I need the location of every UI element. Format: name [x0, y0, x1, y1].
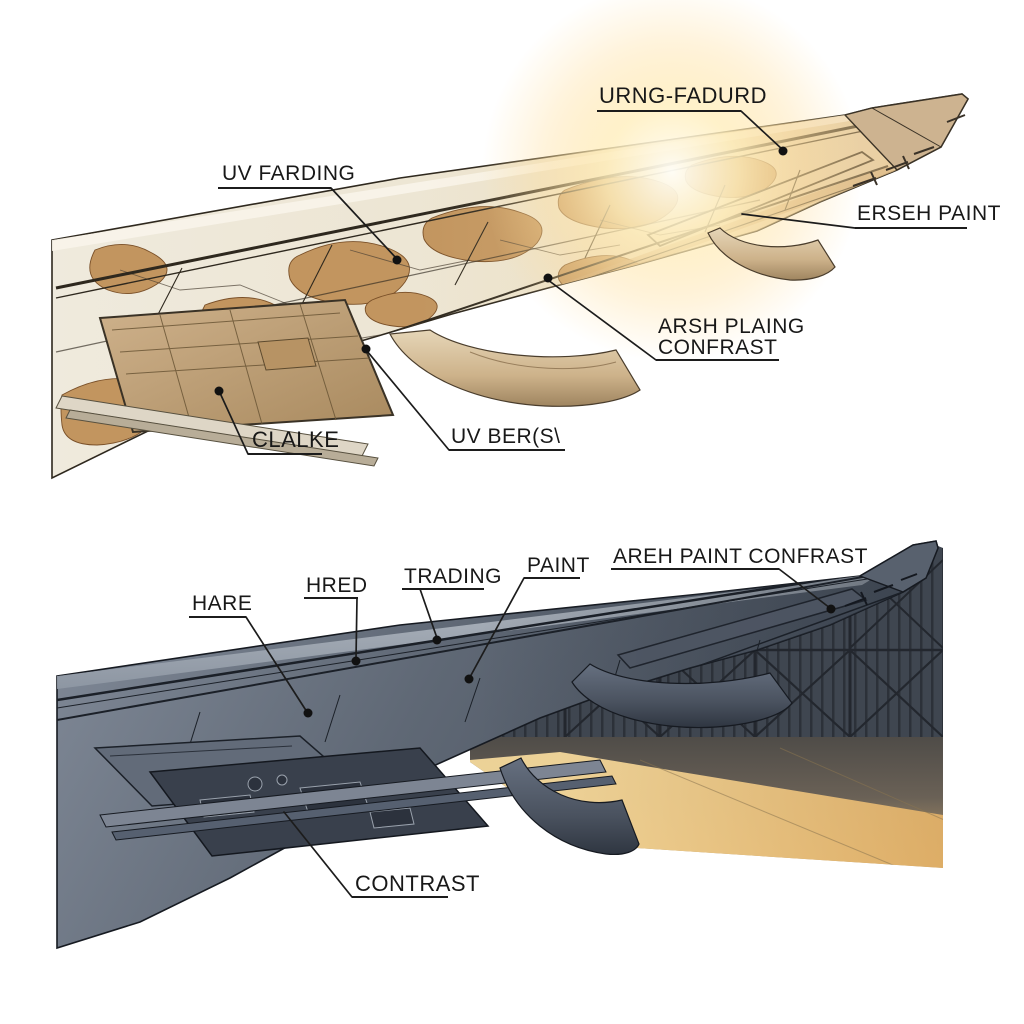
panel-line — [57, 565, 906, 702]
callout-urng-fadurd: URNG-FADURD — [597, 83, 788, 156]
truss-brace — [849, 649, 943, 738]
callout-uv-farding: UV FARDING — [218, 162, 402, 265]
callout-leader — [245, 616, 308, 713]
access-panel-dark — [93, 735, 617, 857]
callout-leader — [778, 568, 831, 609]
panel-rail-inner — [111, 775, 617, 841]
callout-leader — [741, 213, 856, 229]
static-wick — [913, 146, 935, 155]
callout-paint: PAINT — [464, 554, 590, 684]
leader-dot — [303, 708, 313, 718]
callout-label: CONTRAST — [355, 871, 480, 896]
static-wick — [885, 155, 910, 171]
callout-leader — [469, 577, 525, 678]
panel-grid-line — [229, 309, 263, 425]
callout-uv-bers: UV BER(S\ — [361, 344, 565, 451]
panel-sill-inner — [65, 409, 379, 467]
static-wick — [852, 171, 878, 187]
panel-grid-line — [125, 357, 371, 375]
callout-label: UV FARDING — [222, 162, 355, 185]
static-wick — [844, 591, 868, 607]
panel-line — [57, 564, 931, 721]
callout-label: URNG-FADURD — [599, 83, 767, 108]
callout-label: HRED — [306, 574, 368, 597]
floor-seams — [639, 747, 943, 868]
callout-label: HARE — [192, 592, 252, 615]
callout-arsh-plaing-confrast: ARSH PLAING CONFRAST — [543, 273, 805, 361]
leader-dot — [543, 273, 553, 283]
mechanism-part — [247, 776, 263, 792]
callout-label: CONFRAST — [658, 336, 778, 359]
callout-label: ERSEH PAINT — [857, 202, 1001, 225]
callout-leader — [547, 279, 657, 361]
callout-label: CLALKE — [252, 427, 339, 452]
flap-fairing-dark-right — [571, 663, 793, 729]
leading-edge-highlight — [57, 545, 915, 689]
panel-line — [299, 244, 333, 309]
leader-dot — [432, 635, 442, 645]
paint-patch — [89, 244, 168, 295]
panel-grid-line — [299, 303, 337, 421]
panel-grid-line — [159, 314, 193, 429]
panel-rail-outer — [99, 759, 607, 828]
floor-seam — [779, 747, 943, 841]
floor-seam — [639, 759, 901, 868]
flap-fairing-left-seam — [469, 351, 617, 370]
panel-line — [324, 694, 341, 743]
leader-dot — [392, 255, 402, 265]
callout-leader — [330, 187, 398, 260]
winglet-dark — [858, 540, 939, 593]
leader-dot — [361, 344, 371, 354]
callout-label: AREH PAINT CONFRAST — [613, 545, 868, 568]
access-panel-weathered — [55, 298, 395, 467]
callout-label: UV BER(S\ — [451, 425, 561, 448]
weathered-wing-scene: URNG-FADURD UV FARDING ERSEH PAINT ARSH … — [51, 0, 1001, 480]
callout-areh-paint-confrast: AREH PAINT CONFRAST — [611, 545, 868, 614]
panel-grid-line — [119, 335, 359, 353]
callout-leader — [740, 110, 784, 151]
aileron-outline — [616, 588, 868, 669]
truss-brace — [754, 649, 851, 738]
callout-label: TRADING — [404, 565, 502, 588]
mechanism-part — [276, 774, 288, 786]
panel-grid-line — [111, 312, 341, 331]
callout-hred: HRED — [304, 574, 368, 666]
static-wick — [873, 584, 894, 593]
mechanism-part — [369, 807, 415, 829]
static-wick — [946, 114, 966, 123]
callout-contrast: CONTRAST — [283, 811, 480, 898]
flap-fairing-left — [389, 329, 641, 407]
static-wicks-top — [852, 114, 966, 187]
static-wicks-bottom — [844, 573, 918, 607]
panel-line — [464, 677, 481, 723]
leader-dot — [464, 674, 474, 684]
callout-hare: HARE — [189, 592, 313, 718]
callout-leader — [419, 588, 438, 639]
flap-fairing-right — [707, 227, 836, 281]
callout-leader — [366, 350, 450, 451]
callout-leader — [355, 597, 358, 660]
callout-clalke: CLALKE — [214, 386, 339, 455]
panel-inner-box — [257, 337, 317, 371]
winglet-crease — [871, 107, 942, 148]
dark-wing-scene: HARE HRED TRADING PAINT AREH PAINT CONFR… — [56, 540, 943, 950]
sun-glare — [482, 0, 862, 362]
callout-trading: TRADING — [402, 565, 502, 645]
callout-erseh-paint: ERSEH PAINT — [741, 202, 1001, 229]
callout-label: PAINT — [527, 554, 590, 577]
access-panel-grid — [111, 303, 371, 429]
leader-dot — [214, 386, 224, 396]
callout-leader — [283, 811, 353, 898]
callout-label: ARSH PLAING — [658, 315, 805, 338]
leader-dot — [778, 146, 788, 156]
flap-fairing-dark-left — [499, 757, 640, 856]
callout-leader — [219, 392, 249, 455]
leader-dot — [351, 656, 361, 666]
leader-dot — [826, 604, 836, 614]
access-panel-lid-inset — [109, 745, 293, 757]
static-wick — [900, 573, 918, 581]
crack-line — [119, 269, 291, 306]
